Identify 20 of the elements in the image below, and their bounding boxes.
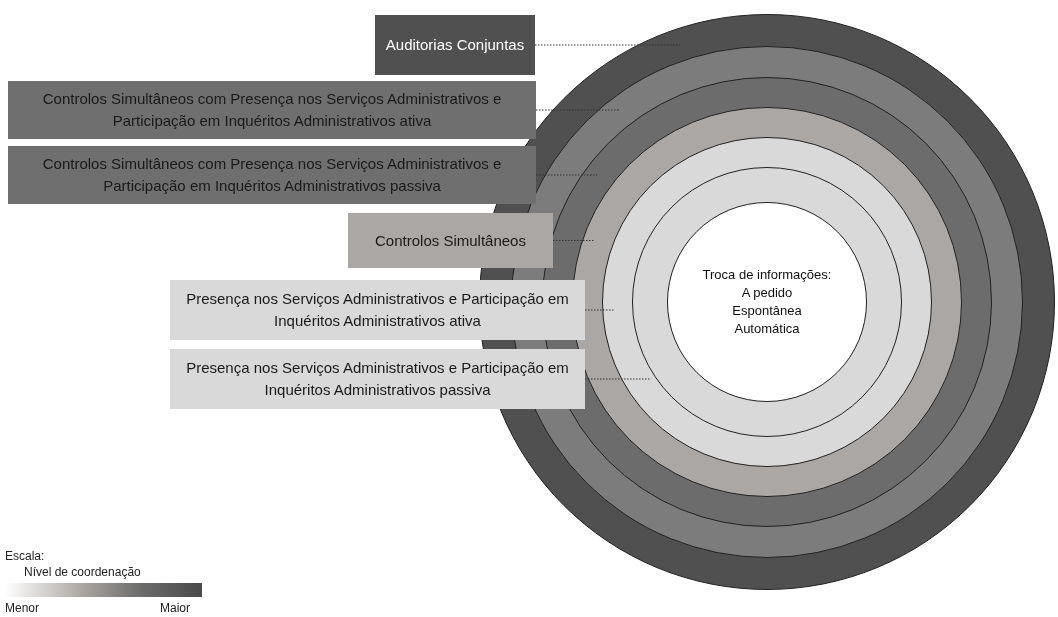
leader-line (552, 240, 596, 241)
circle-item: Espontânea (732, 302, 802, 320)
gradient-scale-bar (5, 583, 202, 597)
leader-line (535, 109, 621, 111)
leader-line (535, 174, 598, 176)
label-box: Controlos Simultâneos com Presença nos Serviços Administrativos e Participação em Inquéritos Administrativos ativa (8, 81, 536, 139)
leader-line (534, 44, 681, 46)
circle-item: Automática (734, 320, 800, 339)
scale-end-label: Maior (160, 601, 190, 615)
label-box: Controlos Simultâneos (348, 213, 553, 268)
label-box: Controlos Simultâneos com Presença nos Serviços Administrativos e Participação em Inquéritos Administrativos passiva (8, 146, 536, 204)
scale-end-label: Menor (5, 601, 39, 615)
circle-heading: Troca de informações: (702, 265, 832, 284)
circle-item: A pedido (741, 283, 793, 302)
label-box: Auditorias Conjuntas (375, 15, 535, 75)
label-box: Presença nos Serviços Administrativos e Participação em Inquéritos Administrativos ativa (170, 280, 585, 340)
leader-line (584, 378, 651, 380)
leader-line (584, 309, 616, 311)
scale-caption: Escala: (5, 549, 45, 563)
label-box: Presença nos Serviços Administrativos e Participação em Inquéritos Administrativos passiva (170, 349, 585, 409)
